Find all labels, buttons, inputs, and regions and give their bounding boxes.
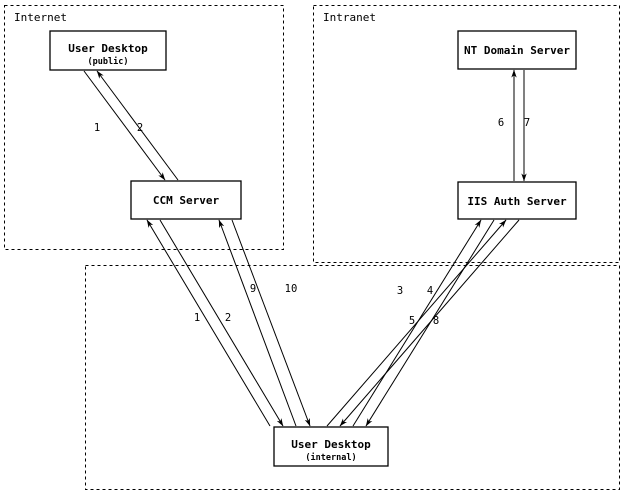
flow-line-2-internal [159, 219, 284, 427]
step-label-2-internal: 2 [225, 312, 231, 324]
zone-internet-border [4, 5, 284, 250]
flow-line-2-public [96, 70, 179, 181]
node-nt-domain-server[interactable]: NT Domain Server [457, 30, 577, 70]
step-label-1-public: 1 [94, 122, 100, 134]
zone-intranet-border [313, 5, 620, 263]
flow-line-10 [231, 219, 311, 427]
step-label-6: 6 [498, 117, 504, 129]
node-user-desktop-internal[interactable]: User Desktop (internal) [273, 426, 389, 467]
flow-lines-group [83, 69, 527, 427]
step-label-9: 9 [250, 283, 256, 295]
step-label-10: 10 [285, 283, 298, 295]
flow-line-1-public [83, 70, 166, 181]
node-nt-domain-server-box[interactable] [457, 30, 577, 70]
node-user-desktop-public-subtitle: (public) [88, 56, 129, 67]
flow-line-5 [326, 219, 507, 427]
node-user-desktop-internal-title: User Desktop [291, 438, 371, 451]
node-ccm-server-box[interactable] [130, 180, 242, 220]
step-label-4: 4 [427, 285, 433, 297]
node-ccm-server[interactable]: CCM Server [130, 180, 242, 220]
node-user-desktop-public[interactable]: User Desktop (public) [49, 30, 167, 71]
node-iis-auth-server-title: IIS Auth Server [467, 195, 567, 208]
nodes-group: User Desktop (public) CCM Server NT Doma… [49, 30, 577, 467]
node-iis-auth-server-box[interactable] [457, 181, 577, 220]
zone-intranet-label: Intranet [323, 11, 376, 24]
node-user-desktop-internal-box[interactable] [273, 426, 389, 467]
step-labels-group: 1 2 6 7 9 10 1 2 3 4 5 8 [94, 117, 530, 327]
step-label-7: 7 [524, 117, 530, 129]
node-nt-domain-server-title: NT Domain Server [464, 44, 570, 57]
node-user-desktop-public-title: User Desktop [68, 42, 148, 55]
step-label-1-internal: 1 [194, 312, 200, 324]
zone-internal-border [85, 265, 620, 490]
flow-line-9 [218, 219, 297, 427]
node-user-desktop-internal-subtitle: (internal) [305, 452, 356, 463]
step-label-2-public: 2 [137, 122, 143, 134]
node-user-desktop-public-box[interactable] [49, 30, 167, 71]
zone-group: Internet Intranet [4, 5, 620, 490]
step-label-5: 5 [409, 315, 415, 327]
step-label-3: 3 [397, 285, 403, 297]
node-iis-auth-server[interactable]: IIS Auth Server [457, 181, 577, 220]
flow-line-8 [339, 219, 520, 427]
node-ccm-server-title: CCM Server [153, 194, 220, 207]
flow-line-1-internal [146, 219, 271, 427]
step-label-8: 8 [433, 315, 439, 327]
zone-internet-label: Internet [14, 11, 67, 24]
